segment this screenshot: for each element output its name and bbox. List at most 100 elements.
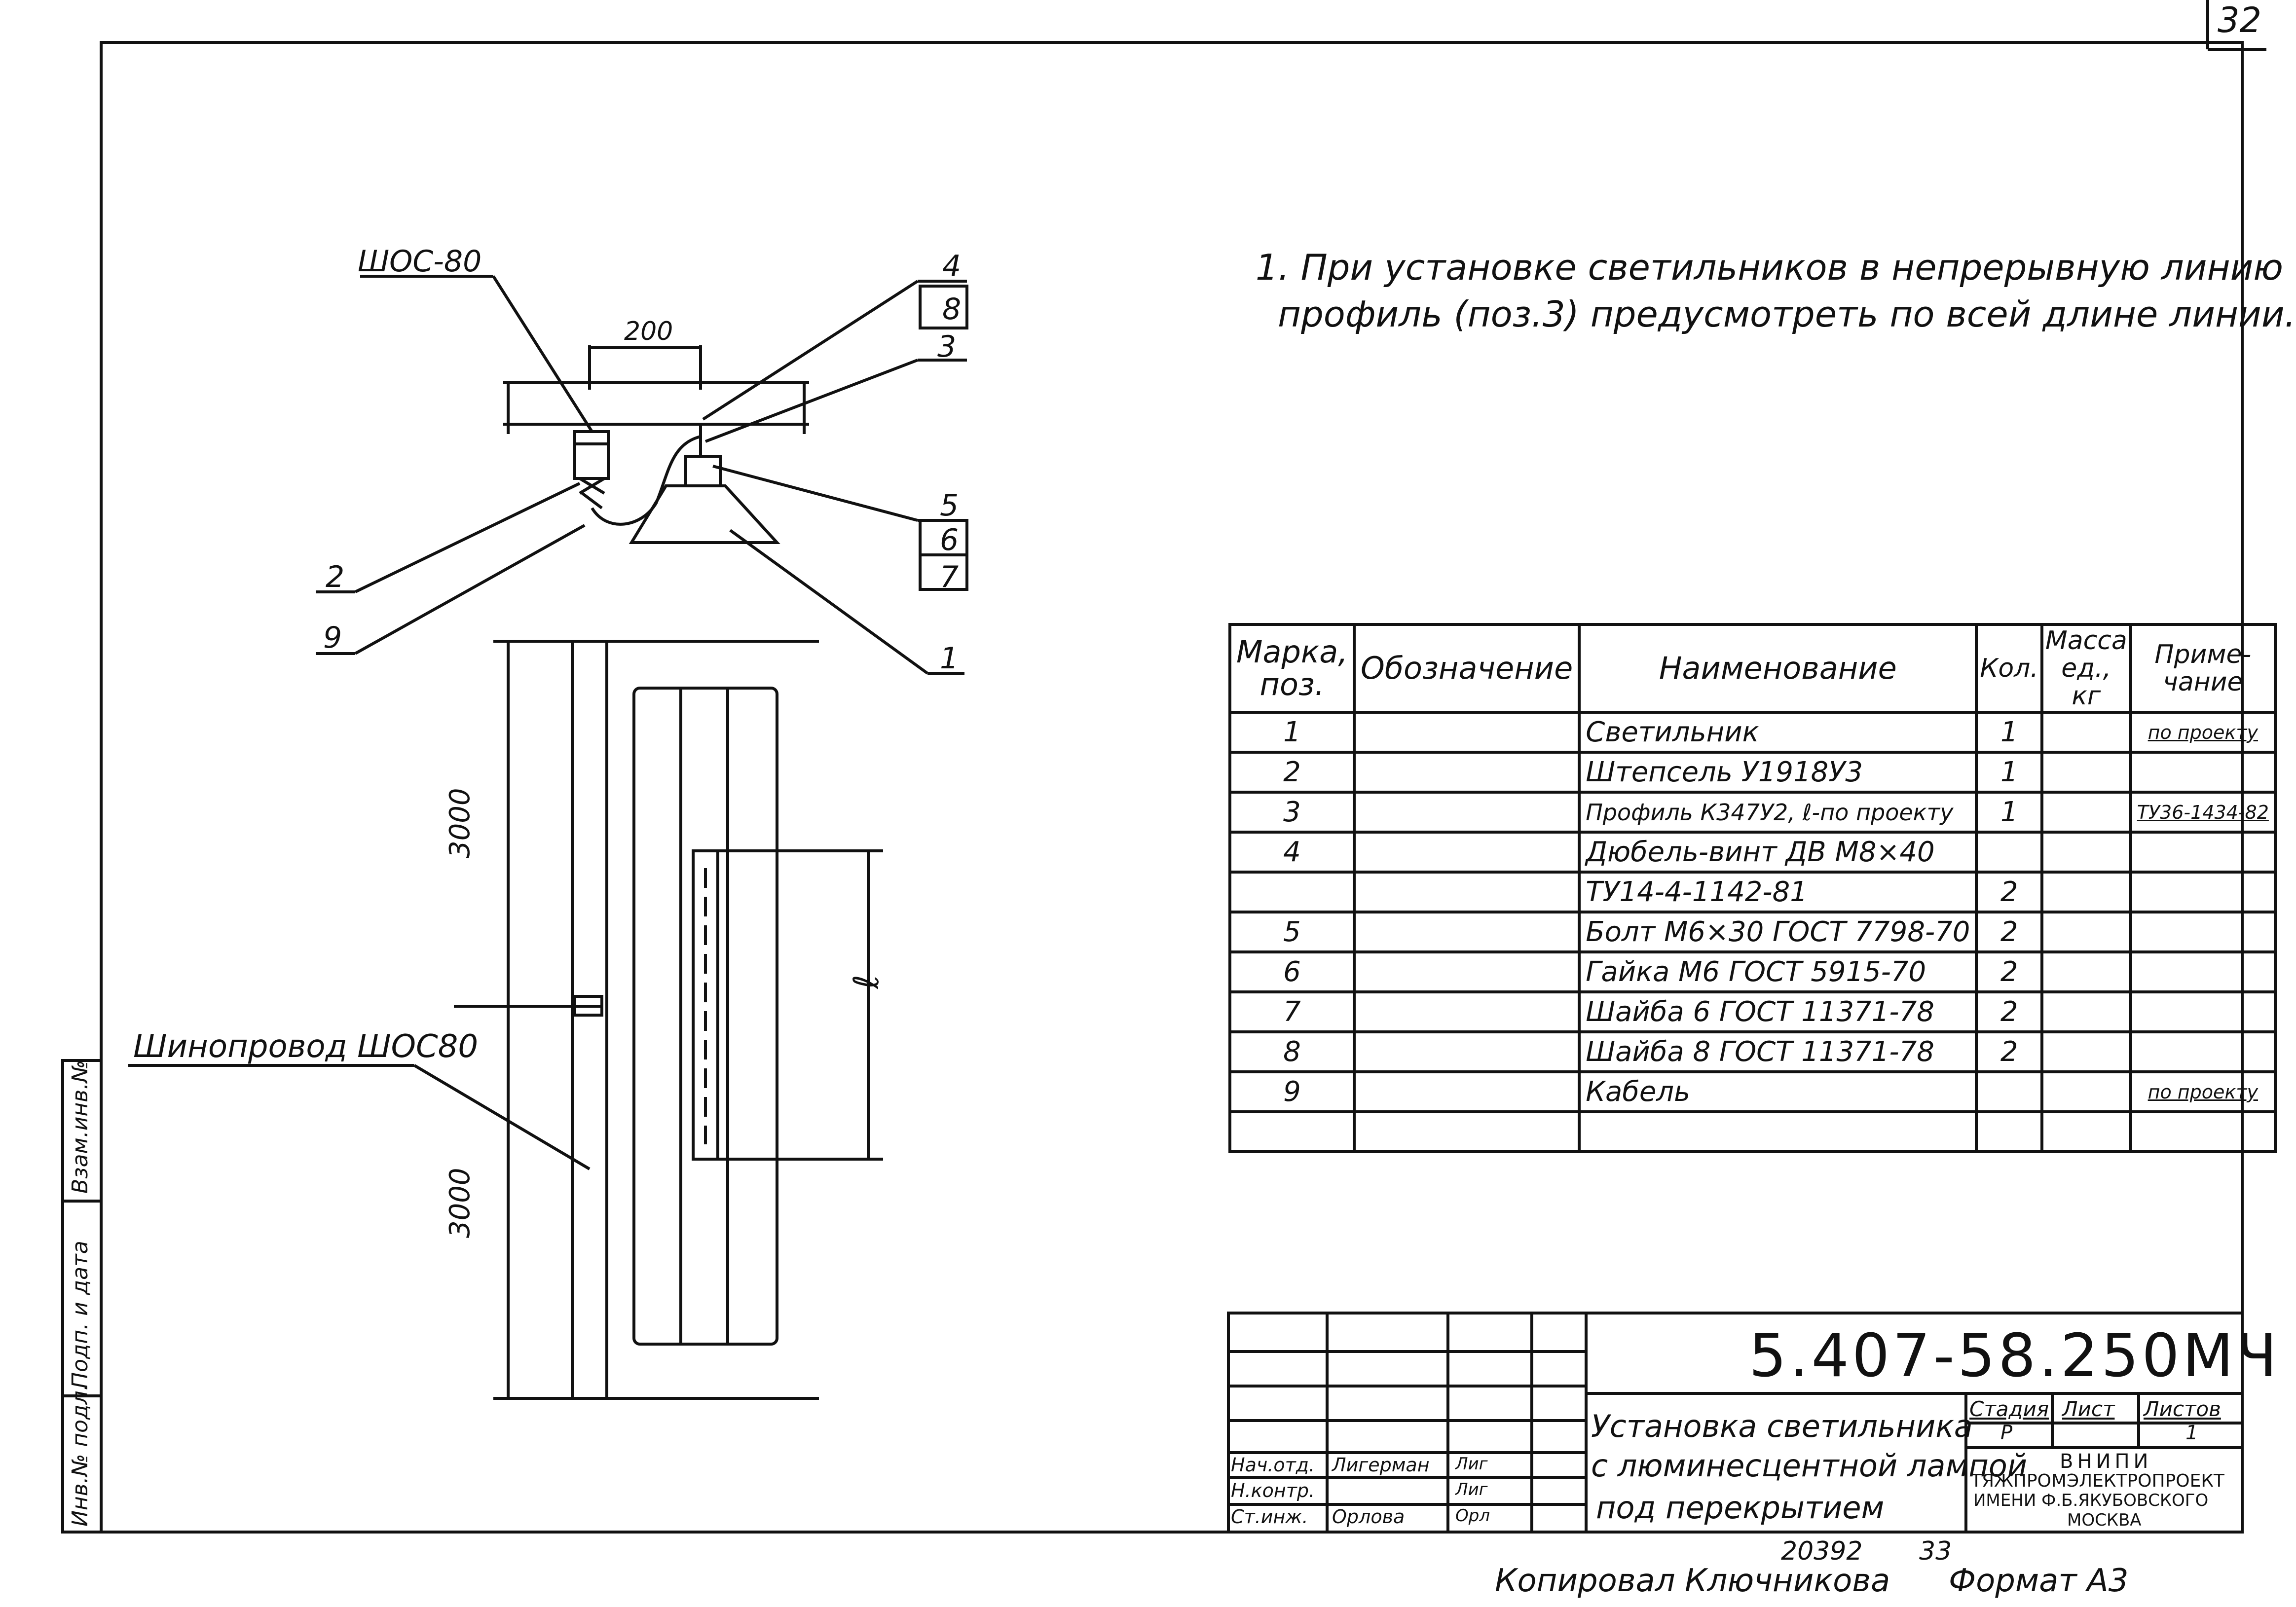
col-header-code: Обозначение [1352, 623, 1581, 714]
dimension-3000-lower: 3000 [444, 1168, 476, 1238]
title-line-3: под перекрытием [1596, 1490, 1885, 1526]
cell-note [2129, 871, 2277, 913]
callout-4: 4 [942, 249, 962, 284]
role-head-dept: Нач.отд. [1231, 1454, 1315, 1476]
col-header-note: Приме- чание [2129, 623, 2277, 714]
stage-label: Стадия [1969, 1397, 2049, 1421]
cell-note [2129, 990, 2277, 1033]
cell-mass [2040, 791, 2132, 834]
org-line-4: МОСКВА [2067, 1510, 2142, 1530]
cell-pos: 1 [1228, 711, 1356, 754]
side-stamp-sign-date: Подп. и дата [68, 1241, 93, 1388]
cell-code [1352, 990, 1581, 1033]
org-line-3: ИМЕНИ Ф.Б.ЯКУБОВСКОГО [1973, 1491, 2209, 1510]
callout-9: 9 [323, 621, 342, 655]
cell-pos [1228, 1110, 1356, 1153]
cell-name: Шайба 8 ГОСТ 11371-78 [1578, 1030, 1978, 1073]
cell-note [2129, 911, 2277, 953]
cell-name [1578, 1110, 1978, 1153]
role-senior-engineer-signature: Орл [1455, 1506, 1490, 1526]
cell-name: ТУ14-4-1142-81 [1578, 871, 1978, 913]
specification-table: Марка, поз. Обозначение Наименование Кол… [1228, 623, 2277, 1153]
callout-8: 8 [942, 292, 962, 327]
cell-pos: 8 [1228, 1030, 1356, 1073]
cell-note: по проекту [2129, 711, 2277, 754]
role-head-dept-name: Лигерман [1332, 1454, 1430, 1476]
cell-code [1352, 1070, 1581, 1113]
role-norm-control-signature: Лиг [1455, 1480, 1488, 1499]
cell-name: Кабель [1578, 1070, 1978, 1113]
cell-code [1352, 911, 1581, 953]
cell-pos: 5 [1228, 911, 1356, 953]
dimension-200: 200 [624, 317, 673, 346]
footer-copied-label: Копировал [1495, 1563, 1675, 1599]
cell-note [2129, 831, 2277, 874]
cell-code [1352, 791, 1581, 834]
callout-1: 1 [940, 641, 959, 676]
role-head-dept-signature: Лиг [1455, 1454, 1488, 1474]
cell-qty: 2 [1975, 871, 2043, 913]
cell-note: по проекту [2129, 1070, 2277, 1113]
note-line-1: 1. При установке светильников в непрерыв… [1256, 247, 2284, 288]
top-view-label: ШОС-80 [358, 244, 482, 279]
cell-qty: 2 [1975, 950, 2043, 993]
cell-qty: 2 [1975, 911, 2043, 953]
cell-code [1352, 751, 1581, 794]
footer-copier-name: Ключникова [1685, 1563, 1890, 1599]
sheet-number: 32 [2218, 0, 2262, 40]
cell-mass [2040, 990, 2132, 1033]
cell-pos: 4 [1228, 831, 1356, 874]
table-row: 4 Дюбель-винт ДВ М8×40 [1228, 831, 2277, 874]
cell-pos: 7 [1228, 990, 1356, 1033]
cell-mass [2040, 1070, 2132, 1113]
cell-name: Гайка М6 ГОСТ 5915-70 [1578, 950, 1978, 993]
cell-qty [1975, 1070, 2043, 1113]
cell-note [2129, 751, 2277, 794]
cell-qty: 2 [1975, 1030, 2043, 1073]
cell-note [2129, 950, 2277, 993]
cell-pos: 3 [1228, 791, 1356, 834]
col-header-qty: Кол. [1975, 623, 2043, 714]
cell-pos: 2 [1228, 751, 1356, 794]
note-line-2: профиль (поз.3) предусмотреть по всей дл… [1278, 293, 2296, 335]
callout-5: 5 [940, 488, 959, 523]
col-header-pos: Марка, поз. [1228, 623, 1356, 714]
footer-sheet: 33 [1919, 1536, 1952, 1566]
col-header-mass: Масса ед., кг [2040, 623, 2132, 714]
callout-3: 3 [937, 329, 957, 364]
cell-name: Болт М6×30 ГОСТ 7798-70 [1578, 911, 1978, 953]
cell-note: ТУ36-1434-82 [2129, 791, 2277, 834]
org-line-2: ТЯЖПРОМЭЛЕКТРОПРОЕКТ [1971, 1471, 2224, 1491]
busbar-label: Шинопровод ШОС80 [133, 1028, 479, 1065]
cell-qty [1975, 1110, 2043, 1153]
side-stamp-replace-inv: Взам.инв.№ [68, 1060, 93, 1194]
footer-format: Формат А3 [1949, 1563, 2129, 1599]
cell-qty: 2 [1975, 990, 2043, 1033]
cell-code [1352, 950, 1581, 993]
cell-mass [2040, 751, 2132, 794]
cell-qty: 1 [1975, 711, 2043, 754]
cell-mass [2040, 711, 2132, 754]
cell-qty: 1 [1975, 751, 2043, 794]
cell-code [1352, 831, 1581, 874]
side-stamp-box [61, 1059, 103, 1534]
callout-6: 6 [940, 523, 959, 557]
footer-number: 20392 [1781, 1536, 1863, 1566]
cell-note [2129, 1110, 2277, 1153]
cell-name: Дюбель-винт ДВ М8×40 [1578, 831, 1978, 874]
title-line-1: Установка светильника [1591, 1408, 1973, 1444]
document-code: 5.407-58.250МЧ [1749, 1322, 2280, 1390]
cell-name: Светильник [1578, 711, 1978, 754]
spec-header-row: Марка, поз. Обозначение Наименование Кол… [1228, 623, 2277, 714]
cell-mass [2040, 911, 2132, 953]
side-stamp-original-inv: Инв.№ подл. [68, 1384, 93, 1527]
cell-pos: 6 [1228, 950, 1356, 993]
cell-qty [1975, 831, 2043, 874]
